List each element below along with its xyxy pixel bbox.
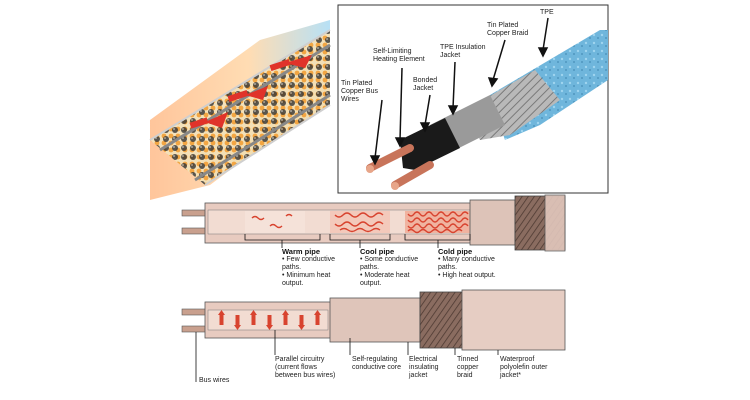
label-heating-element: Self-Limiting Heating Element [373,48,425,63]
label-tpe-jacket: TPE Insulation Jacket [440,44,486,59]
cable-cutaway [149,29,331,186]
label-bus-wires: Bus wires [199,377,230,384]
segment-cold-item-1: • Many conductive paths. [438,256,495,271]
label-outer-jacket: Waterproof polyolefin outer jacket* [500,356,548,379]
label-insulating-jacket: Electrical insulating jacket [409,356,439,379]
segment-cool-item-1: • Some conductive paths. [360,256,419,271]
segment-warm: Warm pipe • Few conductive paths. • Mini… [282,247,342,288]
cool-segment [330,211,390,233]
label-braid: Tin Plated Copper Braid [487,22,529,37]
segment-cold: Cold pipe • Many conductive paths. • Hig… [438,247,510,280]
segment-cool: Cool pipe • Some conductive paths. • Mod… [360,247,420,288]
label-bonded-jacket: Bonded Jacket [413,77,438,92]
bottom-cable [181,289,566,351]
label-copper-braid: Tinned copper braid [457,356,479,379]
bottom-leader-lines [195,330,499,382]
segment-warm-item-2: • Minimum heat output. [282,272,331,287]
label-tpe: TPE [540,9,554,16]
label-conductive-core: Self-regulating conductive core [352,356,402,371]
segment-cool-title: Cool pipe [360,247,395,256]
segment-warm-item-1: • Few conductive paths. [282,256,336,271]
bonded-jacket-shape [400,118,460,170]
top-leader-lines [369,17,549,166]
heat-flow-arrows [189,55,312,129]
label-tin-bus-wires: Tin Plated Copper Bus Wires [341,80,378,103]
middle-cable [181,194,566,252]
warm-segment [245,211,305,233]
segment-warm-title: Warm pipe [282,247,321,256]
segment-cool-item-2: • Moderate heat output. [360,272,410,287]
parallel-current-arrows [218,310,321,330]
label-parallel-circuitry: Parallel circuitry (current flows betwee… [275,356,336,379]
copper-bus-wires [366,144,434,190]
segment-cold-title: Cold pipe [438,247,473,256]
segment-cold-item-2: • High heat output. [438,272,496,279]
middle-brackets [244,234,471,248]
